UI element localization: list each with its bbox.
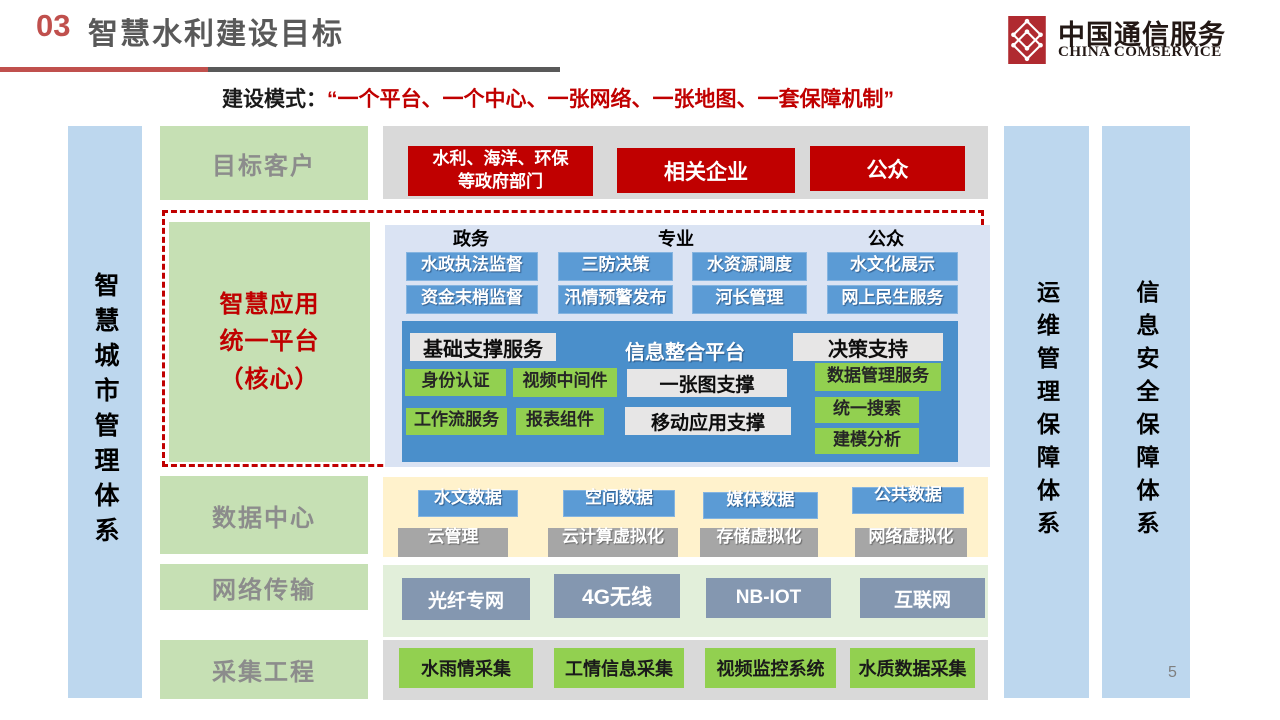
support-box: 视频中间件	[513, 368, 617, 397]
section-number: 03	[36, 8, 71, 43]
map-support-box: 一张图支撑	[627, 369, 787, 397]
title-rule-red	[0, 67, 208, 72]
cloud-box: 网络虚拟化	[855, 527, 967, 557]
app-box: 河长管理	[692, 285, 807, 314]
sidebar-smart-city-label: 智慧城市管理体系	[91, 272, 119, 552]
integration-platform-header: 信息整合平台	[625, 341, 745, 364]
decision-box: 建模分析	[815, 428, 919, 454]
network-box: 互联网	[860, 578, 985, 618]
column-header-professional: 专业	[658, 229, 694, 249]
sidebar-info-security-label: 信息安全保障体系	[1133, 280, 1159, 544]
subtitle-prefix: 建设模式：	[222, 88, 327, 111]
logo-english: CHINA COMSERVICE	[1058, 44, 1222, 60]
data-box: 媒体数据	[703, 490, 818, 519]
data-box: 公共数据	[852, 485, 964, 514]
support-box: 报表组件	[516, 408, 604, 435]
data-box: 空间数据	[563, 488, 675, 517]
app-box: 水文化展示	[827, 252, 958, 281]
cloud-box: 云计算虚拟化	[548, 527, 678, 557]
page-title: 智慧水利建设目标	[88, 18, 344, 51]
comservice-emblem-icon	[1008, 16, 1046, 64]
collection-box: 水质数据采集	[850, 648, 975, 688]
subtitle-quote: “一个平台、一个中心、一张网络、一张地图、一套保障机制”	[327, 88, 894, 111]
sidebar-ops-assurance: 运维管理保障体系	[1004, 126, 1089, 698]
row-label-datacenter: 数据中心	[160, 476, 368, 554]
row-label-customers: 目标客户	[160, 126, 368, 200]
cloud-box: 存储虚拟化	[700, 527, 818, 557]
support-box: 身份认证	[405, 369, 506, 396]
support-box: 工作流服务	[406, 408, 507, 435]
column-header-public: 公众	[868, 229, 904, 249]
column-header-government: 政务	[453, 229, 489, 249]
sidebar-smart-city: 智慧城市管理体系	[68, 126, 142, 698]
row-label-platform: 智慧应用 统一平台 （核心）	[169, 222, 370, 462]
logo-chinese: 中国通信服务	[1058, 20, 1226, 50]
base-support-header: 基础支撑服务	[410, 333, 556, 361]
customer-enterprise-box: 相关企业	[617, 148, 795, 193]
collection-box: 水雨情采集	[399, 648, 533, 688]
subtitle: 建设模式：“一个平台、一个中心、一张网络、一张地图、一套保障机制”	[222, 83, 894, 113]
title-rule-gray	[208, 67, 560, 72]
decision-support-header: 决策支持	[793, 333, 943, 361]
sidebar-ops-assurance-label: 运维管理保障体系	[1033, 280, 1060, 544]
network-box: 4G无线	[554, 574, 680, 618]
decision-box: 统一搜索	[815, 397, 919, 423]
app-box: 水资源调度	[692, 252, 807, 281]
app-box: 三防决策	[558, 252, 673, 281]
app-box: 网上民生服务	[827, 285, 958, 314]
network-box: 光纤专网	[402, 578, 530, 620]
decision-box: 数据管理服务	[815, 363, 941, 391]
data-box: 水文数据	[418, 488, 518, 517]
page-number: 5	[1168, 664, 1177, 681]
collection-box: 工情信息采集	[554, 648, 684, 688]
cloud-box: 云管理	[398, 527, 508, 557]
customer-government-box: 水利、海洋、环保 等政府部门	[408, 146, 593, 196]
row-label-network: 网络传输	[160, 564, 368, 610]
mobile-support-box: 移动应用支撑	[625, 407, 791, 435]
app-box: 水政执法监督	[406, 252, 538, 281]
collection-box: 视频监控系统	[705, 648, 836, 688]
app-box: 汛情预警发布	[558, 285, 673, 314]
customer-public-box: 公众	[810, 146, 965, 191]
row-label-collection: 采集工程	[160, 640, 368, 699]
sidebar-info-security: 信息安全保障体系	[1102, 126, 1190, 698]
network-box: NB-IOT	[706, 578, 831, 618]
app-box: 资金末梢监督	[406, 285, 538, 314]
